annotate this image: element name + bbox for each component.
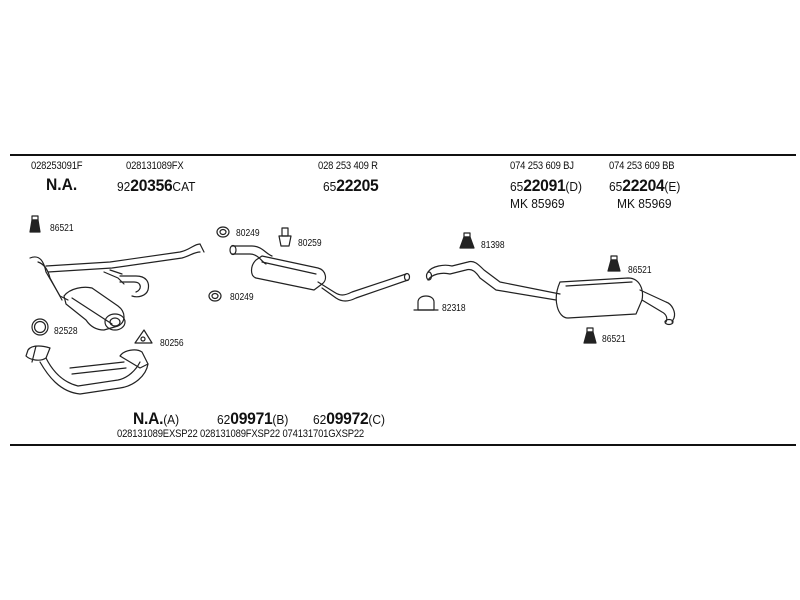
rear-muffler <box>425 260 676 326</box>
part-number-3-prefix: 65 <box>323 179 337 194</box>
part-number-2-prefix: 92 <box>117 179 131 194</box>
mk-number-1: MK 85969 <box>510 196 565 211</box>
callout-81398: 81398 <box>481 240 505 251</box>
footer-part-3-prefix: 62 <box>313 412 327 427</box>
callout-86521-rear-upper: 86521 <box>628 265 652 276</box>
hanger-icon <box>459 232 475 249</box>
part-number-5-suffix: (E) <box>664 179 681 194</box>
callout-86521-rear-lower: 86521 <box>602 334 626 345</box>
callout-80256: 80256 <box>160 338 184 349</box>
catalytic-converter-assembly <box>29 243 205 331</box>
middle-muffler <box>229 244 411 302</box>
footer-part-2-suffix: (B) <box>272 412 289 427</box>
part-number-2-suffix: CAT <box>172 179 196 194</box>
triangle-gasket-icon <box>134 329 153 344</box>
footer-part-3-main: 09972 <box>326 409 369 428</box>
part-number-4-prefix: 65 <box>510 179 524 194</box>
part-number-1: N.A. <box>46 175 78 194</box>
header-ref-2: 028131089FX <box>126 160 184 172</box>
hanger-icon <box>607 255 621 272</box>
header-ref-5: 074 253 609 BB <box>609 160 675 172</box>
part-number-2-main: 20356 <box>130 176 173 195</box>
footer-part-3: 6209972(C) <box>313 409 385 429</box>
header-ref-4: 074 253 609 BJ <box>510 160 574 172</box>
part-number-4-main: 22091 <box>523 176 566 195</box>
part-number-3: 6522205 <box>323 176 379 196</box>
callout-80249-top: 80249 <box>236 228 260 239</box>
footer-part-2-main: 09971 <box>230 409 273 428</box>
part-number-5-prefix: 65 <box>609 179 623 194</box>
callout-80259: 80259 <box>298 238 322 249</box>
callout-86521-front: 86521 <box>50 223 74 234</box>
clamp-icon <box>413 295 439 311</box>
footer-reference-codes: 028131089EXSP22 028131089FXSP22 07413170… <box>117 428 365 440</box>
footer-part-2-prefix: 62 <box>217 412 231 427</box>
callout-82528: 82528 <box>54 326 78 337</box>
footer-part-3-suffix: (C) <box>368 412 386 427</box>
part-number-5-main: 22204 <box>622 176 665 195</box>
part-number-4: 6522091(D) <box>510 176 582 196</box>
callout-80249-bottom: 80249 <box>230 292 254 303</box>
clamp-icon <box>278 227 292 247</box>
header-ref-3: 028 253 409 R <box>318 160 378 172</box>
front-pipes <box>25 345 149 395</box>
hanger-icon <box>29 215 41 233</box>
footer-part-2: 6209971(B) <box>217 409 288 429</box>
top-rule <box>10 154 796 156</box>
gasket-icon <box>216 226 230 238</box>
footer-part-1: N.A.(A) <box>133 409 179 429</box>
footer-part-1-main: N.A. <box>133 409 164 428</box>
gasket-icon <box>208 290 222 302</box>
mk-number-2: MK 85969 <box>617 196 672 211</box>
sealing-ring-icon <box>31 318 49 336</box>
hanger-icon <box>583 327 597 344</box>
part-number-2: 9220356CAT <box>117 176 195 196</box>
part-number-3-main: 22205 <box>336 176 379 195</box>
header-ref-1: 028253091F <box>31 160 83 172</box>
callout-82318: 82318 <box>442 303 466 314</box>
part-number-4-suffix: (D) <box>565 179 583 194</box>
bottom-rule <box>10 444 796 446</box>
part-number-5: 6522204(E) <box>609 176 680 196</box>
footer-part-1-suffix: (A) <box>163 412 180 427</box>
